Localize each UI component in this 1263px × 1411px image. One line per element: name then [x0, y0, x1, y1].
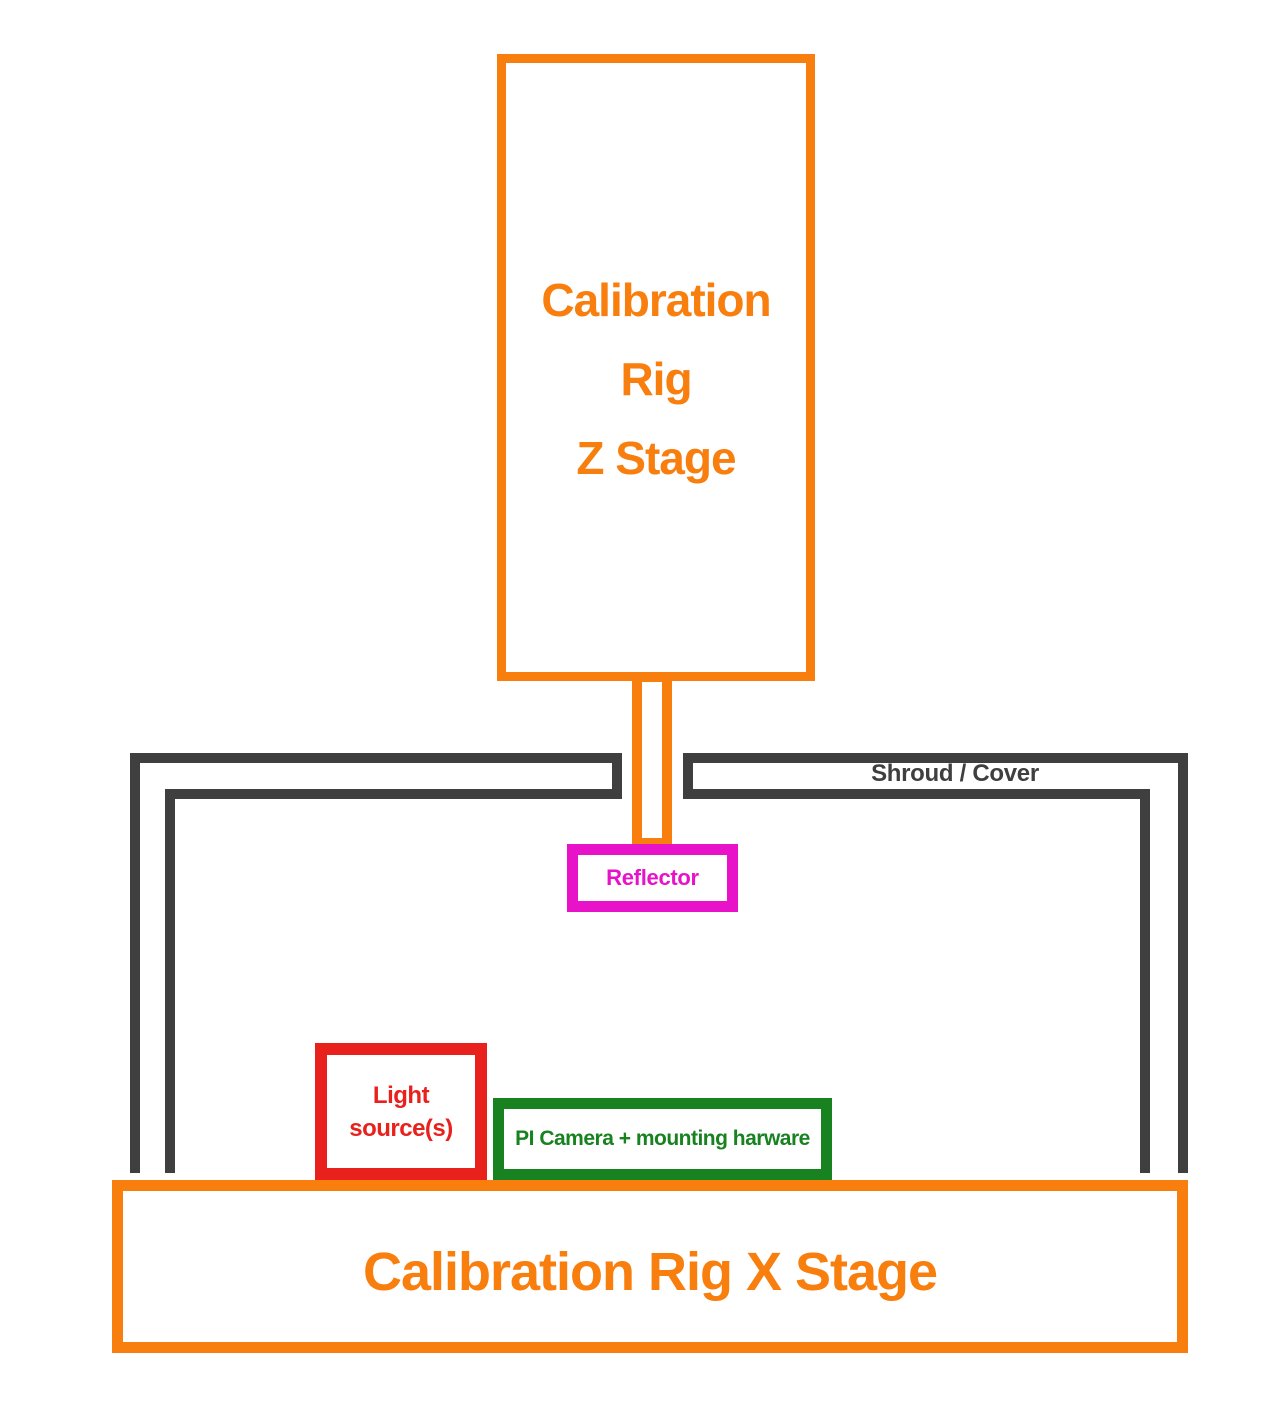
z-stage-label-line1: Calibration [541, 274, 771, 326]
pi-camera-box: PI Camera + mounting harware [493, 1098, 832, 1180]
pi-camera-label: PI Camera + mounting harware [515, 1127, 810, 1150]
shroud-cover-label: Shroud / Cover [871, 760, 1039, 787]
x-stage-box: Calibration Rig X Stage [112, 1180, 1188, 1353]
light-source-box: Light source(s) [315, 1043, 487, 1180]
shroud-left-wall-path [130, 753, 622, 1173]
light-source-label-line1: Light [372, 1081, 430, 1109]
z-stage-box: Calibration Rig Z Stage [497, 54, 815, 681]
reflector-label: Reflector [606, 865, 699, 890]
x-stage-label: Calibration Rig X Stage [362, 1241, 938, 1302]
z-axis-shaft [632, 672, 672, 848]
shroud-right-wall-path [683, 753, 1188, 1173]
z-stage-label-line3: Z Stage [576, 432, 736, 484]
reflector-box: Reflector [567, 844, 738, 912]
light-source-label-line2: source(s) [349, 1114, 453, 1142]
z-stage-label-line2: Rig [620, 353, 692, 405]
